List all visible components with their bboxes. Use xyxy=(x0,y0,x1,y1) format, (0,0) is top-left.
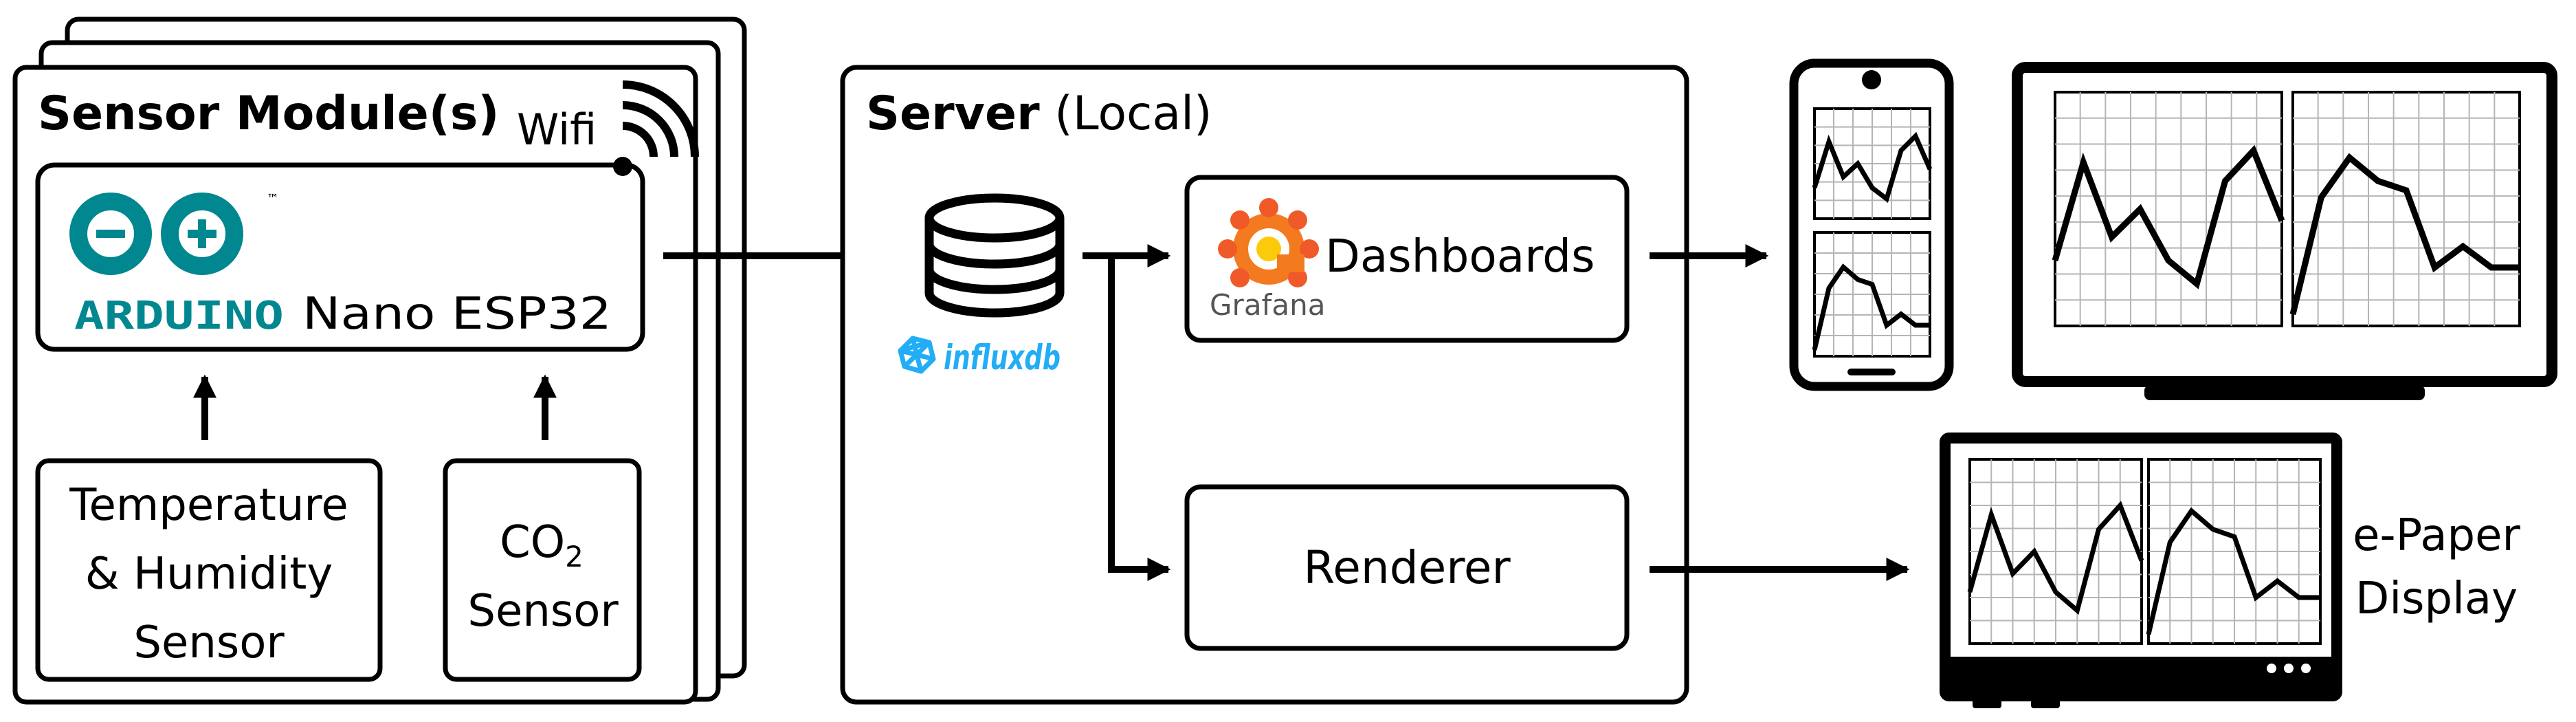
chart-line xyxy=(1812,131,1933,204)
phone-chart-top xyxy=(1812,107,1933,220)
influxdb-logo-text: influxdb xyxy=(944,338,1061,378)
temp-humidity-line-2: & Humidity xyxy=(85,549,333,600)
co2-line-2: Sensor xyxy=(467,586,619,637)
epaper-label-line-1: e-Paper xyxy=(2353,510,2520,561)
sensor-module-group: Sensor Module(s) Wifi ™ ARDUINO Nano ESP… xyxy=(12,17,747,705)
mini-chart-panels xyxy=(1812,91,2521,645)
chart-panel-frame xyxy=(2291,91,2521,327)
chart-line xyxy=(1812,263,1930,351)
epaper-chart-left xyxy=(1967,458,2144,645)
server-group: Server (Local) influxdb xyxy=(840,65,1689,705)
co2-main: CO xyxy=(500,517,565,568)
chart-panel-frame xyxy=(2054,91,2283,327)
chart-line xyxy=(2146,507,2320,635)
phone-chart-bottom xyxy=(1812,231,1931,358)
renderer-label: Renderer xyxy=(1303,541,1511,594)
co2-sensor-box xyxy=(443,458,642,682)
renderer-box xyxy=(1184,484,1630,651)
server-title-rest: (Local) xyxy=(1054,87,1212,141)
monitor-chart-left xyxy=(2052,91,2285,327)
grafana-icon xyxy=(1218,198,1319,287)
grafana-logo-text: Grafana xyxy=(1210,288,1325,322)
co2-subscript: 2 xyxy=(565,540,584,573)
temp-humidity-line-3: Sensor xyxy=(133,617,285,668)
chart-line xyxy=(2289,153,2520,316)
server-title-bold: Server xyxy=(866,87,1040,141)
wifi-label: Wifi xyxy=(517,105,597,155)
monitor-chart-right xyxy=(2289,91,2521,327)
influxdb-icon xyxy=(898,336,936,374)
temp-humidity-sensor-box xyxy=(35,458,383,682)
arduino-infinity-icon xyxy=(69,193,243,275)
temp-humidity-line-1: Temperature xyxy=(69,480,348,531)
arduino-brand-text: ARDUINO xyxy=(74,294,284,338)
antenna-dot xyxy=(613,157,632,176)
wifi-icon xyxy=(622,80,699,157)
epaper-chart-right xyxy=(2146,458,2322,645)
database-icon xyxy=(924,193,1065,318)
arduino-trademark: ™ xyxy=(267,192,279,206)
sensor-module-title: Sensor Module(s) xyxy=(38,87,499,141)
arduino-model-text: Nano ESP32 xyxy=(302,289,612,340)
co2-line-1: CO2 xyxy=(500,517,584,573)
chart-line xyxy=(1967,501,2144,615)
epaper-label-line-2: Display xyxy=(2355,573,2518,624)
dashboards-label: Dashboards xyxy=(1325,230,1595,283)
chart-line xyxy=(2052,144,2285,289)
server-title: Server (Local) xyxy=(866,87,1212,141)
